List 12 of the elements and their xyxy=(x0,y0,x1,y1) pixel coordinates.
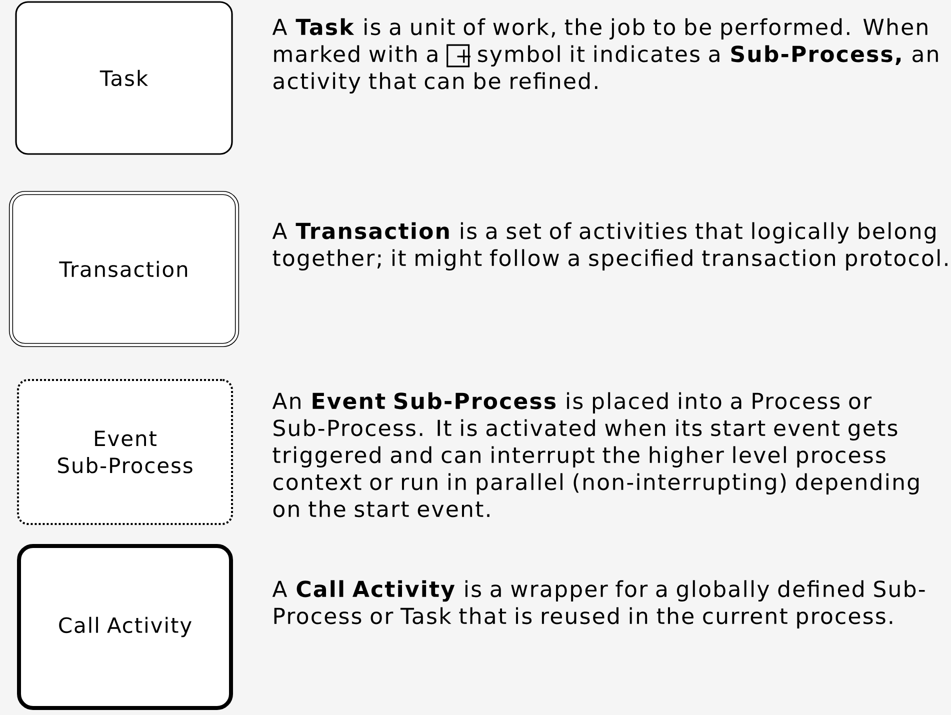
node-label: marked with a xyxy=(274,45,438,62)
node-label: symbol it indicates a Sub-Process, an xyxy=(478,45,938,66)
description-text: A Task is a unit of work, the job to be performed. When marked with a symbol it indicates a Sub-Process, an activity that can be refined. xyxy=(272,18,938,94)
activity-box: Event Sub-Process xyxy=(17,379,233,525)
description-text: A Transaction is a set of activities that logically belong together; it might follow a specified transaction protocol. xyxy=(272,222,948,270)
description-text: A Call Activity is a wrapper for a globally defined Sub-Process or Task that is reused in the current process. xyxy=(272,580,925,628)
node-label: A Task is a unit of work, the job to be performed. When xyxy=(272,18,928,40)
description-text: An Event Sub-Process is placed into a Process or Sub-Process. It is activated when its start event gets triggered and can interrupt the higher level process context or run in parallel (non-interrupting) depending on the start event. xyxy=(272,392,919,518)
activity-box: Task xyxy=(15,1,233,155)
activity-box: Call Activity xyxy=(17,544,233,710)
node-label: activity that can be refined. xyxy=(274,72,598,94)
activity-box: Transaction xyxy=(8,190,240,348)
